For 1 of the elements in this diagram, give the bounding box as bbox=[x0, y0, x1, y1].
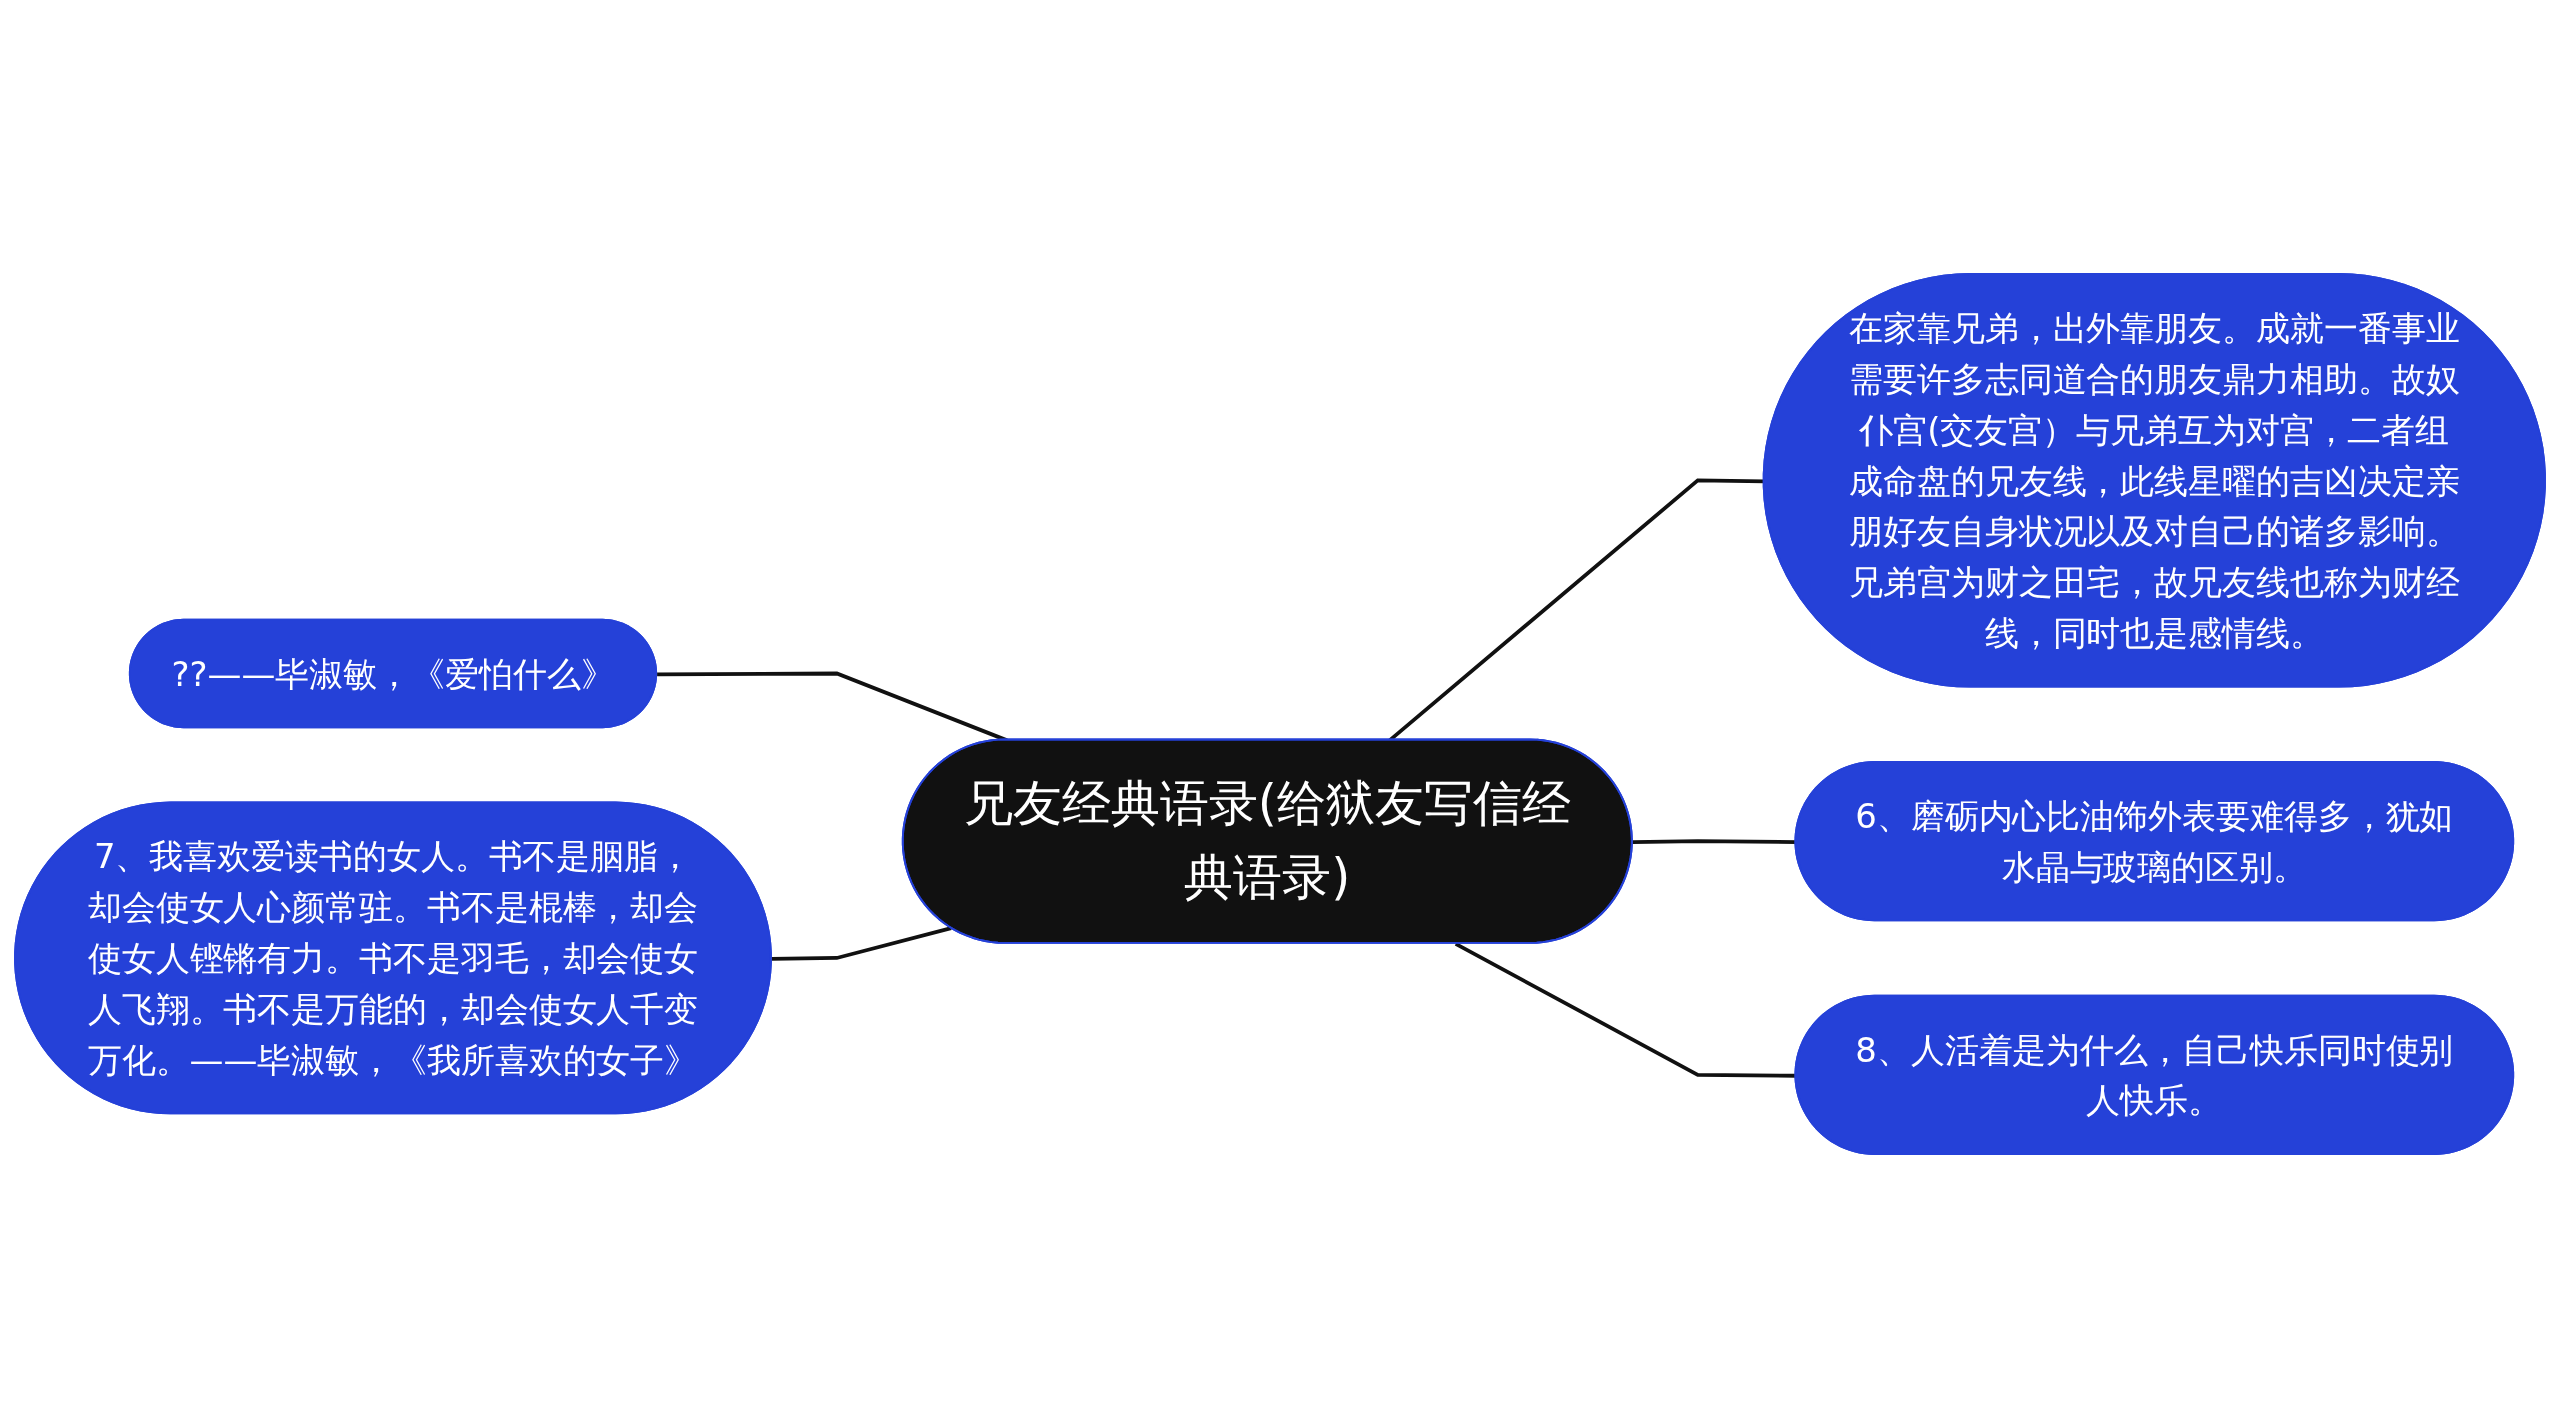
connector bbox=[771, 926, 952, 961]
